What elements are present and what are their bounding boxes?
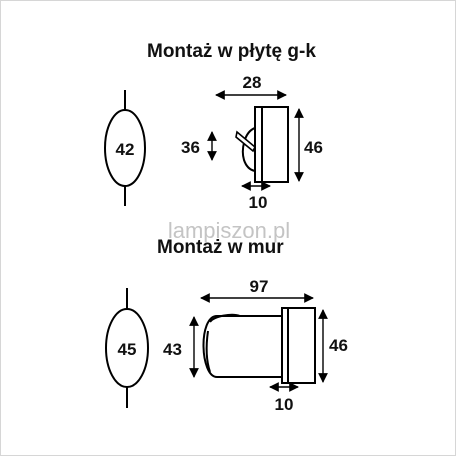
dim-bottom-top: 10 [249, 193, 268, 212]
title-drywall: Montaż w płytę g-k [147, 41, 316, 62]
oval-diameter-bottom: 45 [118, 340, 137, 359]
dim-height-right-top: 46 [304, 138, 323, 157]
dim-height-right-bottom: 46 [329, 336, 348, 355]
cutout-oval-top [104, 90, 146, 206]
title-wall: Montaż w mur [157, 237, 284, 258]
fixture-bottom [202, 307, 316, 384]
fixture-top [235, 106, 289, 183]
dim-bottom-bottom: 10 [275, 395, 294, 414]
dim-width-top: 28 [243, 73, 262, 92]
cutout-oval-bottom [105, 288, 149, 408]
dim-height-left-bottom: 43 [163, 340, 182, 359]
watermark: lampiszon.pl [168, 218, 290, 243]
dim-height-left-top: 36 [181, 138, 200, 157]
dim-width-bottom: 97 [250, 277, 269, 296]
oval-diameter-top: 42 [116, 140, 135, 159]
